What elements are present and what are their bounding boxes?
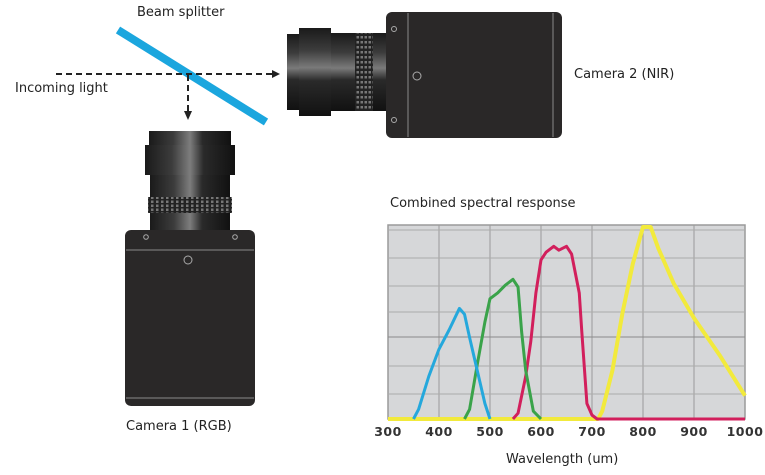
x-tick-label: 1000	[726, 424, 764, 439]
curve-yellow	[388, 224, 747, 421]
arrow-right-icon	[272, 70, 280, 78]
camera-1-rgb	[125, 131, 255, 406]
beam-splitter-label: Beam splitter	[137, 5, 225, 20]
x-tick-label: 800	[629, 424, 657, 439]
beam-splitter-plate	[115, 26, 269, 126]
chart-title: Combined spectral response	[390, 196, 576, 211]
arrow-down-icon	[184, 111, 192, 120]
x-tick-label: 400	[425, 424, 453, 439]
x-tick-label: 900	[680, 424, 708, 439]
spectral-curves	[388, 224, 747, 421]
camera-1-label: Camera 1 (RGB)	[126, 419, 232, 434]
camera-2-label: Camera 2 (NIR)	[574, 67, 675, 82]
incoming-light-label: Incoming light	[15, 81, 108, 96]
camera-2-nir	[287, 12, 562, 138]
x-tick-label: 700	[578, 424, 606, 439]
x-axis-label: Wavelength (um)	[506, 452, 619, 467]
x-tick-label: 600	[527, 424, 555, 439]
grid-lines	[388, 225, 745, 419]
x-tick-label: 500	[476, 424, 504, 439]
plot-area	[387, 224, 746, 420]
curve-blue	[412, 306, 492, 420]
x-tick-label: 300	[374, 424, 402, 439]
spectral-response-chart	[387, 224, 747, 421]
curve-red	[511, 244, 745, 421]
